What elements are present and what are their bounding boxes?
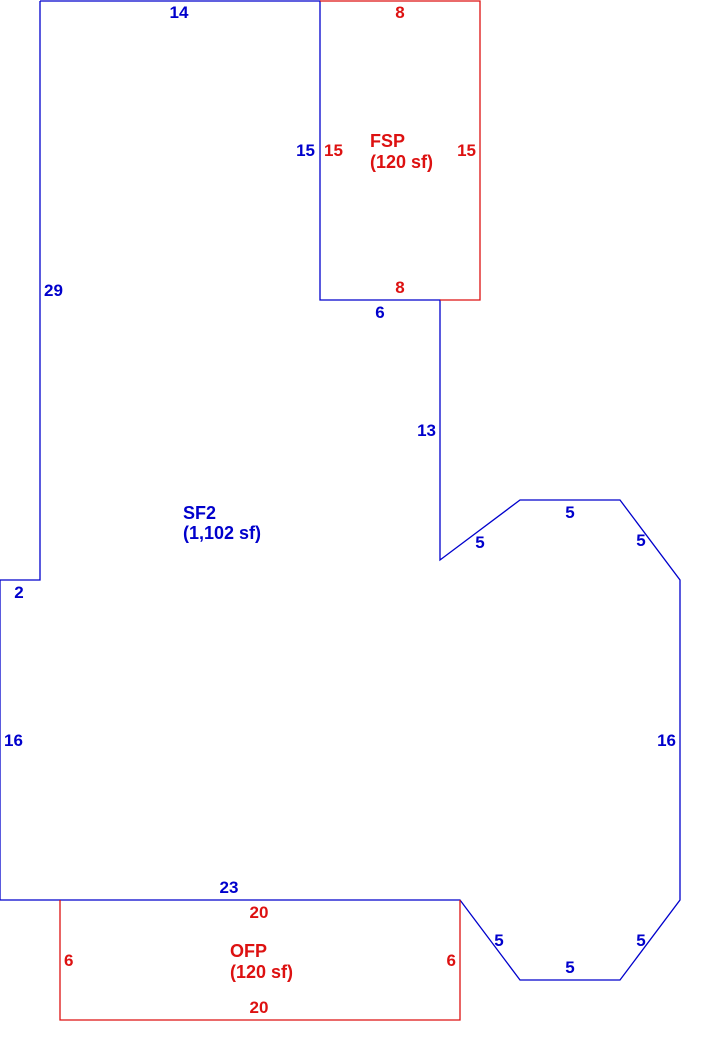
sf2-dim-left-lower: 16	[4, 731, 23, 750]
fsp-area-size: (120 sf)	[370, 152, 433, 172]
fsp-area-code: FSP	[370, 131, 405, 151]
ofp-dim-bottom: 20	[250, 998, 269, 1017]
sf2-dim-bottom: 23	[220, 878, 239, 897]
sf2-dim-upper-flat: 5	[565, 503, 574, 522]
fsp-dim-top: 8	[395, 3, 404, 22]
fsp-dim-bottom: 8	[395, 278, 404, 297]
ofp-outline	[59, 900, 461, 1021]
fsp-dim-left: 15	[324, 141, 343, 160]
ofp-dim-left: 6	[64, 951, 73, 970]
ofp-area-size: (120 sf)	[230, 962, 293, 982]
sf2-dim-left-upper: 29	[44, 281, 63, 300]
sf2-dim-notch-diagonal: 5	[475, 533, 484, 552]
sf2-dim-lower-right-diagonal: 5	[636, 931, 645, 950]
sf2-dim-step-left: 2	[14, 583, 23, 602]
fsp-dim-right: 15	[457, 141, 476, 160]
sf2-dim-inner-bottom: 6	[375, 303, 384, 322]
ofp-area-code: OFP	[230, 941, 267, 961]
fsp-outline	[320, 0, 481, 301]
sf2-dim-lower-left-diagonal: 5	[494, 931, 503, 950]
sf2-dim-upper-right-diagonal: 5	[636, 531, 645, 550]
sf2-dim-lower-flat: 5	[565, 958, 574, 977]
sf2-area-size: (1,102 sf)	[183, 523, 261, 543]
sf2-dim-right: 16	[657, 731, 676, 750]
sf2-dim-inner-left: 15	[296, 141, 315, 160]
sf2-area-code: SF2	[183, 503, 216, 523]
sf2-dim-top: 14	[170, 3, 189, 22]
sf2-dim-inner-right: 13	[417, 421, 436, 440]
ofp-dim-right: 6	[447, 951, 456, 970]
ofp-dim-top: 20	[250, 903, 269, 922]
sf2-outline	[0, 0, 681, 981]
